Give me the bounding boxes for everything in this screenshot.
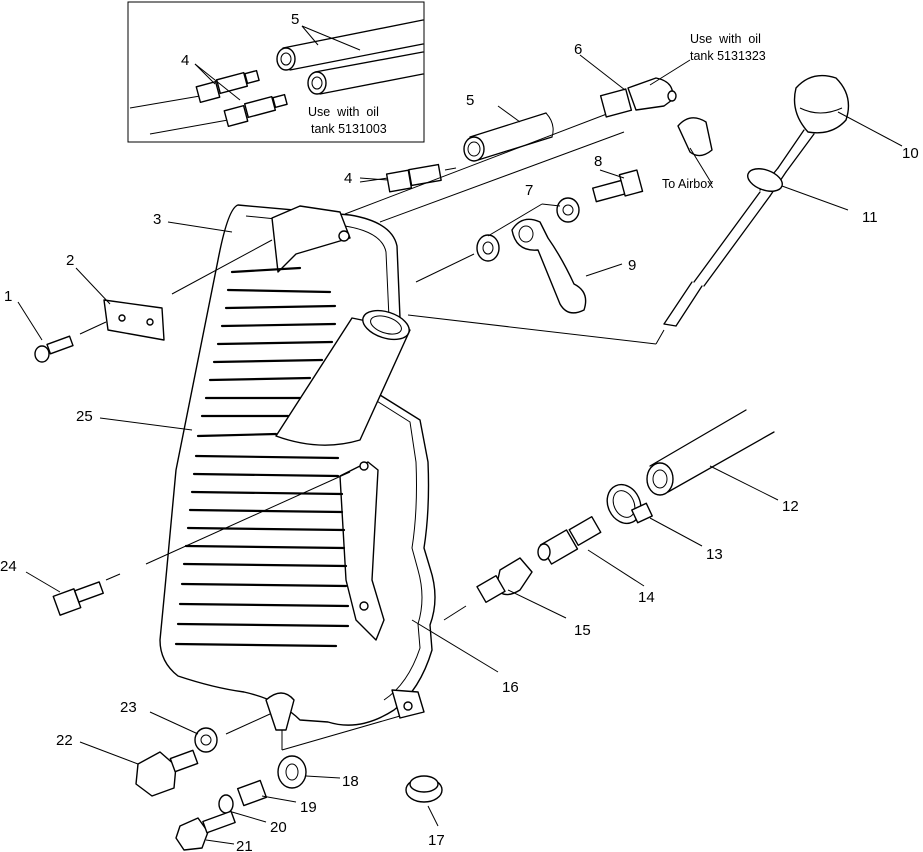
- washers-7-banjo-9: [415, 197, 623, 314]
- elbow-fitting-6: [599, 77, 677, 118]
- tank-ribs: [174, 266, 350, 648]
- note-airbox: To Airbox: [662, 177, 714, 191]
- screw-1: [17, 301, 107, 363]
- airbox-hose: [677, 117, 713, 185]
- callout-21: 21: [236, 838, 253, 852]
- callout-22: 22: [56, 732, 73, 749]
- callout-1: 1: [4, 288, 12, 305]
- bolt-24: [25, 471, 351, 616]
- grommet-17: [405, 775, 443, 827]
- callout-14: 14: [638, 589, 655, 606]
- bushing-18-19: [236, 715, 401, 807]
- callout-24: 24: [0, 558, 17, 575]
- callout-8: 8: [594, 153, 602, 170]
- callout-13: 13: [706, 546, 723, 563]
- callout-15: 15: [574, 622, 591, 639]
- callout-25: 25: [76, 408, 93, 425]
- callout-4: 4: [344, 170, 352, 187]
- callout-9: 9: [628, 257, 636, 274]
- callout-19: 19: [300, 799, 317, 816]
- inset-box: [127, 1, 425, 143]
- callout-23: 23: [120, 699, 137, 716]
- hose-12: [646, 409, 779, 501]
- bolt-8: [591, 169, 644, 203]
- callout-7: 7: [525, 182, 533, 199]
- bolt-22: [79, 741, 199, 797]
- fitting-4: [359, 163, 457, 193]
- washer-20-bolt-21: [175, 794, 267, 851]
- plate-2: [75, 239, 273, 341]
- callout-5-inset: 5: [291, 11, 299, 28]
- fitting-15: [443, 557, 567, 621]
- clamp-13: [606, 483, 703, 547]
- oil-tank: [159, 204, 436, 731]
- callout-20: 20: [270, 819, 287, 836]
- note-top-line2: tank 5131323: [690, 49, 766, 63]
- note-top-line1: Use with oil: [690, 32, 761, 46]
- callout-16: 16: [502, 679, 519, 696]
- note-inset-line2: tank 5131003: [311, 122, 387, 136]
- callout-11: 11: [862, 209, 878, 226]
- fitting-14: [537, 516, 645, 587]
- callout-4-inset: 4: [181, 52, 189, 69]
- callout-3: 3: [153, 211, 161, 228]
- hose-5: [463, 112, 554, 162]
- callout-2: 2: [66, 252, 74, 269]
- callout-10: 10: [902, 145, 919, 162]
- callout-12: 12: [782, 498, 799, 515]
- callout-5: 5: [466, 92, 474, 109]
- washer-23: [149, 711, 271, 753]
- callout-18: 18: [342, 773, 359, 790]
- callout-6: 6: [574, 41, 582, 58]
- note-inset-line1: Use with oil: [308, 105, 379, 119]
- callout-17: 17: [428, 832, 445, 849]
- dipstick-10: [663, 74, 903, 327]
